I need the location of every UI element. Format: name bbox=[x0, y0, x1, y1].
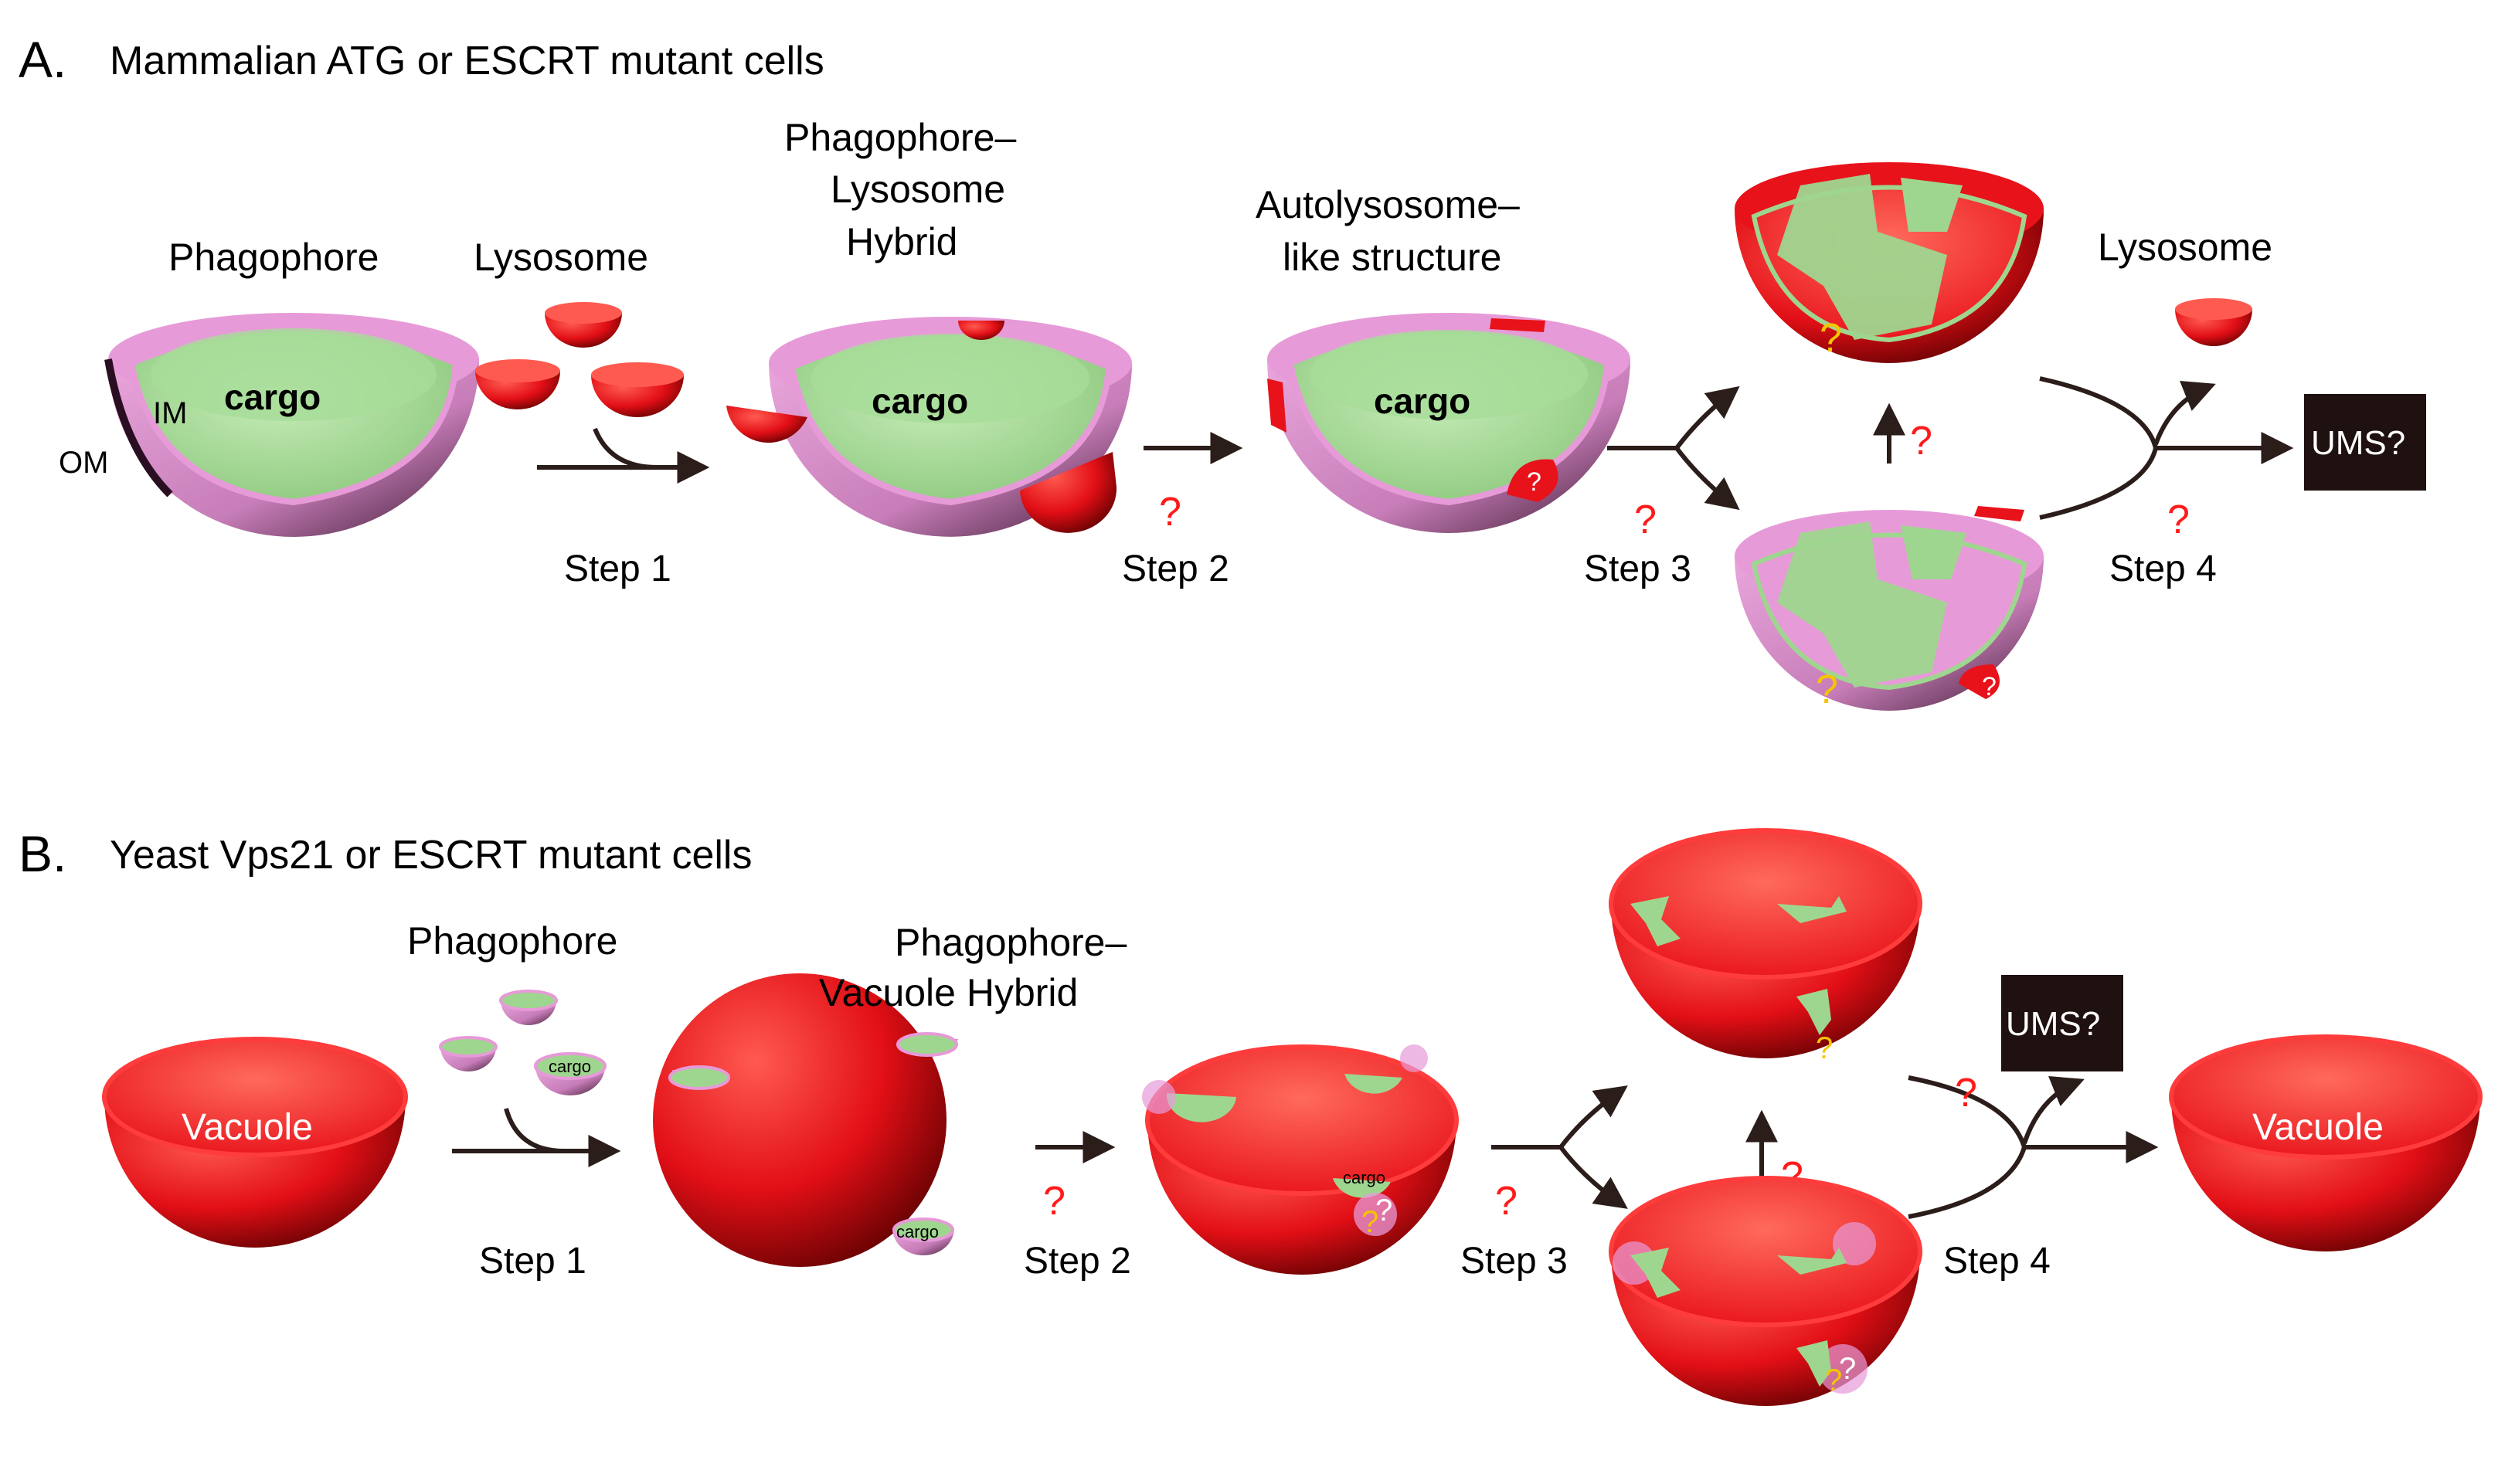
q-white-a: ? bbox=[1982, 672, 1997, 701]
phagophore-cluster bbox=[439, 990, 607, 1095]
label-step1-a: Step 1 bbox=[564, 548, 671, 589]
ums-box-b bbox=[2001, 975, 2123, 1071]
label-lysosome: Lysosome bbox=[474, 236, 648, 279]
post-step2-bowl bbox=[1142, 1044, 1459, 1275]
vacuole-left bbox=[102, 1037, 408, 1248]
q-step3-b: ? bbox=[1495, 1179, 1517, 1224]
label-cargo-1: cargo bbox=[224, 377, 321, 417]
step1-merge-curve-b bbox=[504, 1108, 565, 1153]
q-white-b1: ? bbox=[1375, 1194, 1392, 1228]
step3-down-arrow-a bbox=[1674, 447, 1740, 511]
label-autolyso-1: Autolysosome– bbox=[1256, 183, 1520, 226]
label-hybrid-b2: Vacuole Hybrid bbox=[819, 971, 1078, 1014]
label-lysosome-right: Lysosome bbox=[2098, 226, 2272, 269]
label-cargo-b2: cargo bbox=[896, 1222, 939, 1241]
step4-bottom-curve-b bbox=[1908, 1146, 2027, 1219]
label-vacuole-right: Vacuole bbox=[2252, 1107, 2384, 1148]
label-autolyso-2: like structure bbox=[1283, 236, 1501, 279]
label-vacuole-left: Vacuole bbox=[182, 1107, 313, 1148]
label-phagophore: Phagophore bbox=[168, 236, 379, 279]
q-white-b2: ? bbox=[1839, 1352, 1856, 1386]
step4-bottom-curve-a bbox=[2039, 447, 2158, 520]
hybrid-bowl bbox=[726, 317, 1132, 537]
lysosome-small-right bbox=[2175, 298, 2252, 346]
step1-merge-curve-a bbox=[593, 427, 658, 470]
label-hybrid-3: Hybrid bbox=[846, 220, 957, 263]
q-step4-a: ? bbox=[2167, 497, 2190, 542]
label-om: OM bbox=[59, 446, 108, 480]
autolysosome-pink bbox=[1735, 506, 2044, 711]
step4-to-lysosome-arrow-a bbox=[2153, 380, 2216, 446]
top-bowl-b bbox=[1609, 828, 1922, 1058]
step3-down-arrow-b bbox=[1558, 1146, 1628, 1209]
step3-up-arrow-b bbox=[1558, 1085, 1628, 1149]
autolysosome-red bbox=[1735, 162, 2044, 363]
q-yellow-a1: ? bbox=[1820, 316, 1842, 361]
q-yellow-b2: ? bbox=[1816, 1031, 1833, 1065]
panel-b-letter: B. bbox=[19, 825, 66, 882]
label-cargo-b3: cargo bbox=[1343, 1168, 1385, 1187]
step4-top-curve-a bbox=[2039, 376, 2225, 450]
label-phagophore-b: Phagophore bbox=[407, 919, 617, 963]
label-step2-b: Step 2 bbox=[1024, 1241, 1131, 1282]
lysosome-cluster bbox=[475, 302, 684, 417]
label-step4-a: Step 4 bbox=[2109, 548, 2217, 589]
panel-a-letter: A. bbox=[19, 31, 66, 88]
step4-to-ums-arrow-b bbox=[2022, 1075, 2085, 1144]
step4-top-curve-b bbox=[1908, 1075, 2086, 1150]
label-step3-b: Step 3 bbox=[1460, 1241, 1568, 1282]
label-cargo-2: cargo bbox=[872, 381, 968, 421]
ums-label-a: UMS? bbox=[2311, 424, 2405, 462]
label-step2-a: Step 2 bbox=[1122, 548, 1229, 589]
label-hybrid-1: Phagophore– bbox=[784, 116, 1016, 159]
label-hybrid-2: Lysosome bbox=[831, 168, 1005, 211]
label-hybrid-b1: Phagophore– bbox=[895, 921, 1127, 964]
label-step4-b: Step 4 bbox=[1943, 1241, 2051, 1282]
q-step2-a: ? bbox=[1159, 490, 1181, 535]
phagophore-bowl bbox=[104, 313, 479, 537]
ums-label-b: UMS? bbox=[2006, 1005, 2100, 1043]
label-step1-b: Step 1 bbox=[479, 1241, 586, 1282]
q-up-a: ? bbox=[1910, 419, 1932, 464]
label-step3-a: Step 3 bbox=[1584, 548, 1691, 589]
vacuole-right bbox=[2169, 1034, 2483, 1251]
label-cargo-b1: cargo bbox=[549, 1057, 591, 1076]
q-step2-b: ? bbox=[1043, 1179, 1065, 1224]
bottom-bowl-b bbox=[1609, 1176, 1922, 1406]
q-yellow-b3: ? bbox=[1825, 1363, 1842, 1397]
q-step3-a: ? bbox=[1634, 497, 1657, 542]
ums-box-a bbox=[2304, 394, 2426, 491]
label-cargo-3: cargo bbox=[1374, 381, 1470, 421]
panel-a-title: Mammalian ATG or ESCRT mutant cells bbox=[110, 39, 824, 83]
panel-b-title: Yeast Vps21 or ESCRT mutant cells bbox=[110, 833, 752, 878]
q-autolyso: ? bbox=[1527, 467, 1541, 497]
q-step4-b: ? bbox=[1955, 1071, 1977, 1116]
autolysosome-bowl bbox=[1267, 313, 1630, 533]
hybrid-vacuole-sphere bbox=[653, 973, 958, 1267]
q-yellow-b1: ? bbox=[1361, 1205, 1378, 1239]
step3-up-arrow-a bbox=[1674, 385, 1740, 450]
q-yellow-a2: ? bbox=[1816, 667, 1838, 712]
label-im: IM bbox=[153, 396, 187, 430]
